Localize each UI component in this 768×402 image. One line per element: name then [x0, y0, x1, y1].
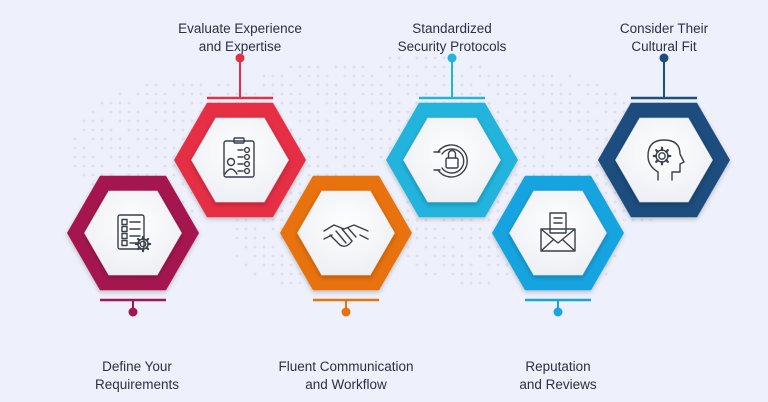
handshake-icon [323, 224, 369, 248]
connector-reputation [525, 298, 591, 317]
step-label-define-line1: Define Your [102, 359, 172, 374]
connector-dot-communication [341, 307, 351, 317]
step-label-evaluate-line1: Evaluate Experience [178, 21, 302, 36]
hexagon-inner-evaluate [190, 117, 290, 203]
step-label-reputation-line1: Reputation [525, 359, 591, 374]
connector-security [419, 53, 485, 100]
connector-cultural [631, 53, 697, 100]
connector-dot-security [447, 53, 457, 63]
hexagon-inner-security [402, 117, 502, 203]
step-label-evaluate: Evaluate Experience and Expertise [145, 20, 335, 56]
hexagon-communication [280, 175, 412, 291]
step-label-define: Define Your Requirements [42, 358, 232, 394]
connector-communication [313, 298, 379, 317]
candidate-checklist-icon [223, 137, 255, 178]
step-label-security: Standardized Security Protocols [357, 20, 547, 56]
step-label-cultural: Consider Their Cultural Fit [569, 20, 759, 56]
connector-define [100, 298, 166, 317]
step-label-evaluate-line2: and Expertise [198, 39, 282, 54]
step-label-communication: Fluent Communication and Workflow [251, 358, 441, 394]
connector-dot-cultural [659, 53, 669, 63]
step-label-reputation: Reputation and Reviews [463, 358, 653, 394]
hexagon-reputation [492, 175, 624, 291]
step-label-define-line2: Requirements [94, 377, 180, 392]
head-gear-icon [647, 139, 685, 181]
step-label-communication-line1: Fluent Communication [278, 359, 414, 374]
hexagon-security [386, 102, 518, 218]
hexagon-evaluate [174, 102, 306, 218]
step-label-communication-line2: and Workflow [305, 377, 387, 392]
connector-evaluate [207, 53, 273, 100]
hexagon-define [67, 175, 199, 291]
step-label-cultural-line2: Cultural Fit [631, 39, 697, 54]
connector-layer [100, 53, 697, 317]
hexagon-inner-define [83, 190, 183, 276]
step-label-reputation-line2: and Reviews [519, 377, 597, 392]
step-label-security-line1: Standardized [412, 21, 492, 36]
step-label-cultural-line1: Consider Their [619, 21, 709, 36]
step-label-security-line2: Security Protocols [397, 39, 507, 54]
connector-dot-define [128, 307, 138, 317]
security-lock-icon [433, 144, 468, 178]
hexagon-cultural [598, 102, 730, 218]
connector-dot-reputation [553, 307, 563, 317]
hexagon-inner-cultural [614, 117, 714, 203]
checklist-gear-icon [117, 214, 152, 253]
envelope-review-icon [540, 212, 576, 252]
connector-dot-evaluate [235, 53, 245, 63]
hexagon-layer [67, 102, 730, 291]
